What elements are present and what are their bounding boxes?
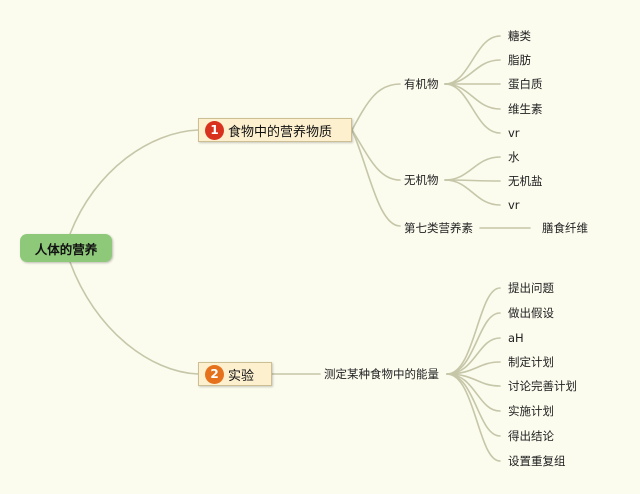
leaf-node[interactable]: 做出假设 bbox=[508, 306, 554, 320]
branch-label-nutrients: 食物中的营养物质 bbox=[228, 124, 333, 140]
sub-node-inorganic[interactable]: 无机物 bbox=[404, 173, 439, 187]
leaf-node[interactable]: 膳食纤维 bbox=[542, 221, 588, 235]
leaf-node[interactable]: 无机盐 bbox=[508, 174, 543, 188]
connector-branch1-organic bbox=[351, 83, 401, 131]
leaf-node[interactable]: 设置重复组 bbox=[508, 454, 566, 468]
connector-root-branch1 bbox=[69, 129, 199, 235]
leaf-node[interactable]: 维生素 bbox=[508, 102, 543, 116]
leaf-node[interactable]: 实施计划 bbox=[508, 404, 554, 418]
leaf-node[interactable]: 脂肪 bbox=[508, 53, 531, 67]
branch-node-experiment[interactable]: 2 实验 bbox=[198, 362, 272, 386]
leaf-node[interactable]: 糖类 bbox=[508, 29, 531, 43]
sub-node-organic[interactable]: 有机物 bbox=[404, 77, 439, 91]
branch-label-experiment: 实验 bbox=[228, 368, 255, 384]
leaf-node[interactable]: aH bbox=[508, 331, 524, 345]
sub-node-seventh-nutrient[interactable]: 第七类营养素 bbox=[404, 221, 473, 235]
number-badge-2: 2 bbox=[205, 364, 224, 384]
leaf-node[interactable]: 提出问题 bbox=[508, 281, 554, 295]
leaf-node[interactable]: 得出结论 bbox=[508, 429, 554, 443]
leaf-node[interactable]: 水 bbox=[508, 150, 520, 164]
connector-branch1-seventh bbox=[351, 129, 401, 227]
number-badge-1: 1 bbox=[205, 120, 224, 140]
connector-root-branch2 bbox=[69, 261, 199, 375]
branch-node-nutrients[interactable]: 1 食物中的营养物质 bbox=[198, 118, 352, 142]
leaf-node[interactable]: vr bbox=[508, 126, 520, 140]
sub-node-energy-test[interactable]: 测定某种食物中的能量 bbox=[324, 367, 439, 381]
leaf-node[interactable]: 蛋白质 bbox=[508, 77, 543, 91]
leaf-node[interactable]: vr bbox=[508, 198, 520, 212]
connector-branch1-inorganic bbox=[351, 129, 401, 181]
leaf-node[interactable]: 讨论完善计划 bbox=[508, 379, 577, 393]
root-node[interactable]: 人体的营养 bbox=[20, 234, 112, 262]
leaf-node[interactable]: 制定计划 bbox=[508, 355, 554, 369]
root-label: 人体的营养 bbox=[34, 241, 98, 257]
